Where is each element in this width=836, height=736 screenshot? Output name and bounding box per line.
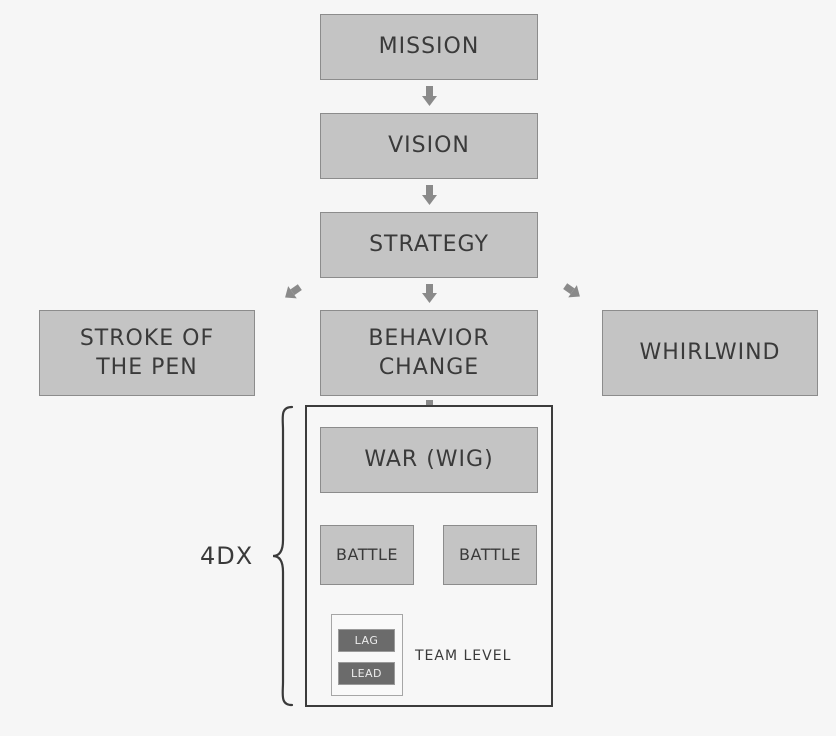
battle-right-box: BATTLE [443,525,537,585]
strategy-label: STRATEGY [369,232,489,258]
arrow-vision-to-strategy [422,185,437,205]
arrow-strategy-to-whirlwind [563,283,580,298]
vision-box: VISION [320,113,538,179]
lead-box: LEAD [338,662,395,685]
battle-left-box: BATTLE [320,525,414,585]
arrow-strategy-to-stroke [285,284,302,299]
behavior-change-box: BEHAVIOR CHANGE [320,310,538,396]
battle-right-label: BATTLE [459,545,521,565]
whirlwind-label: WHIRLWIND [639,340,781,366]
lead-label: LEAD [350,667,383,680]
war-box: WAR (WIG) [320,427,538,493]
lag-box: LAG [338,629,395,652]
mission-label: MISSION [378,34,480,60]
lag-label: LAG [354,634,379,647]
strategy-box: STRATEGY [320,212,538,278]
battle-left-label: BATTLE [336,545,398,565]
arrow-mission-to-vision [422,86,437,106]
stroke-of-the-pen-label: STROKE OF THE PEN [79,325,215,380]
whirlwind-box: WHIRLWIND [602,310,818,396]
fourdx-label: 4DX [200,542,254,570]
team-level-label: TEAM LEVEL [415,648,512,664]
vision-label: VISION [388,133,470,159]
mission-box: MISSION [320,14,538,80]
behavior-change-label: BEHAVIOR CHANGE [368,325,490,380]
arrow-strategy-to-behavior [422,284,437,303]
curly-bracket [272,405,294,707]
stroke-of-the-pen-box: STROKE OF THE PEN [39,310,255,396]
war-label: WAR (WIG) [364,447,494,473]
